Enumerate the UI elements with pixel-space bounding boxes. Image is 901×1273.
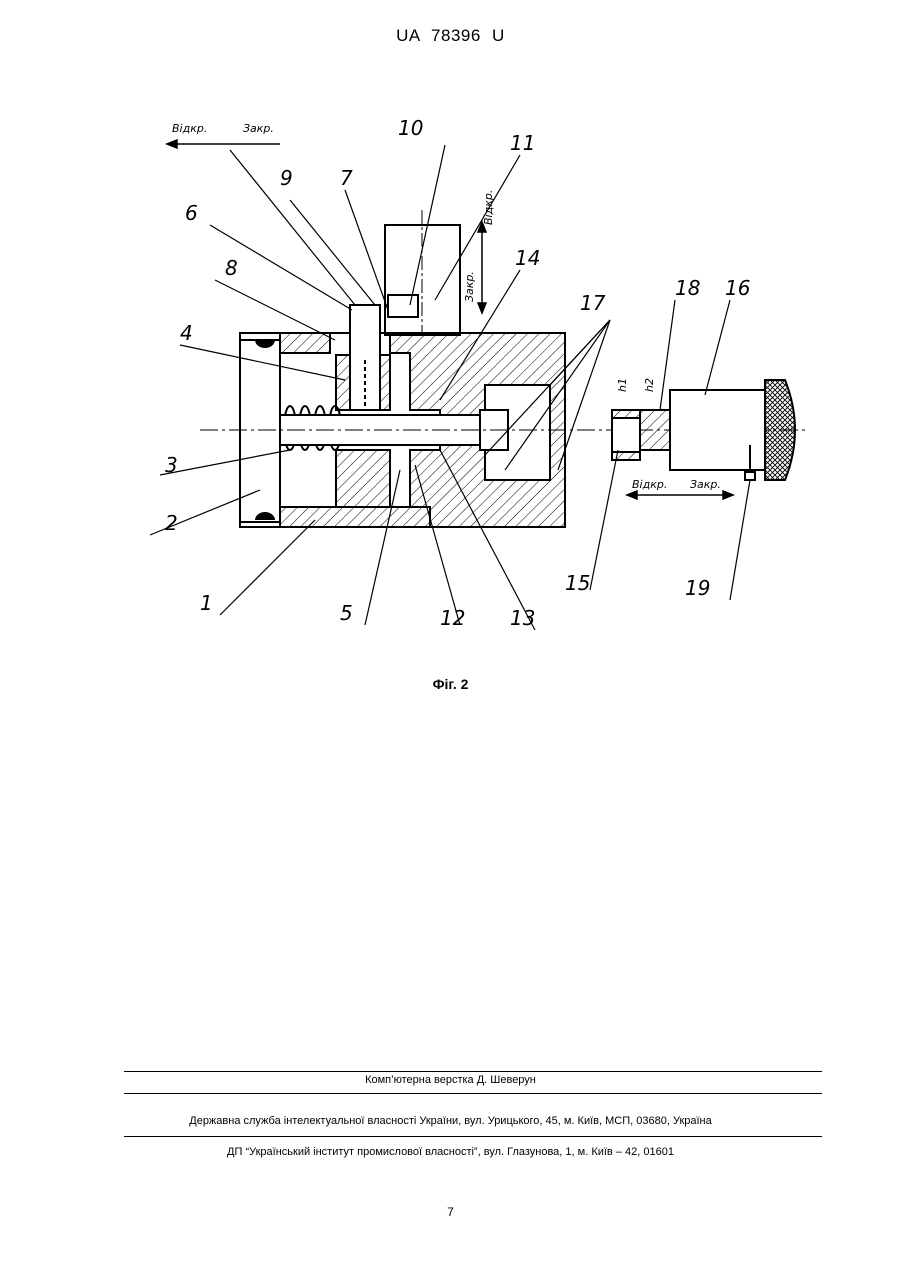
handle-assembly (612, 380, 795, 480)
part-label-8: 8 (225, 256, 238, 280)
part-label-19: 19 (685, 576, 710, 600)
annotation-open-bottom: Відкр. (632, 478, 667, 491)
annotation-h2: h2 (643, 378, 656, 392)
part-label-17: 17 (580, 291, 606, 315)
top-wall (280, 333, 330, 353)
slider-lower (336, 450, 390, 507)
bottom-arrow (627, 491, 733, 499)
figure-caption: Фіг. 2 (0, 676, 901, 692)
annotation-close-bottom: Закр. (690, 478, 721, 491)
annotation-close-vertical: Закр. (463, 271, 476, 302)
knob (765, 380, 795, 480)
bottom-wall (280, 507, 430, 527)
patent-header: UA 78396 U (0, 26, 901, 46)
agency-address: Державна служба інтелектуальної власност… (0, 1115, 901, 1127)
part-label-11: 11 (510, 131, 535, 155)
footer-rule-middle (124, 1093, 822, 1094)
top-arrow (167, 140, 280, 148)
end-cap (240, 340, 280, 522)
page-number: 7 (0, 1205, 901, 1219)
part-label-1: 1 (200, 591, 213, 615)
part-label-13: 13 (510, 606, 535, 630)
technical-drawing: 10 11 9 7 6 8 14 17 18 16 4 3 2 1 5 12 1… (140, 110, 820, 640)
annotation-open-vertical: Відкр. (482, 190, 495, 225)
part-label-2: 2 (165, 511, 178, 535)
part-label-7: 7 (340, 166, 353, 190)
footer-rule-bottom (124, 1136, 822, 1137)
part-label-4: 4 (180, 321, 193, 345)
annotation-h1: h1 (616, 378, 629, 392)
part-label-16: 16 (725, 276, 750, 300)
rod (385, 210, 460, 335)
part-label-3: 3 (165, 453, 178, 477)
institute-address: ДП “Український інститут промислової вла… (0, 1146, 901, 1158)
part-label-10: 10 (398, 116, 423, 140)
layout-credit: Комп’ютерна верстка Д. Шеверун (0, 1074, 901, 1086)
footer-rule-top (124, 1071, 822, 1072)
part-label-14: 14 (515, 246, 540, 270)
part-label-6: 6 (185, 201, 198, 225)
annotation-open-top: Відкр. (172, 122, 207, 135)
part-label-9: 9 (280, 166, 293, 190)
part-label-15: 15 (565, 571, 590, 595)
annotation-close-top: Закр. (243, 122, 274, 135)
part-label-18: 18 (675, 276, 700, 300)
part-label-12: 12 (440, 606, 465, 630)
vertical-arrow (478, 222, 486, 313)
pin (350, 305, 380, 410)
part-label-5: 5 (340, 601, 353, 625)
